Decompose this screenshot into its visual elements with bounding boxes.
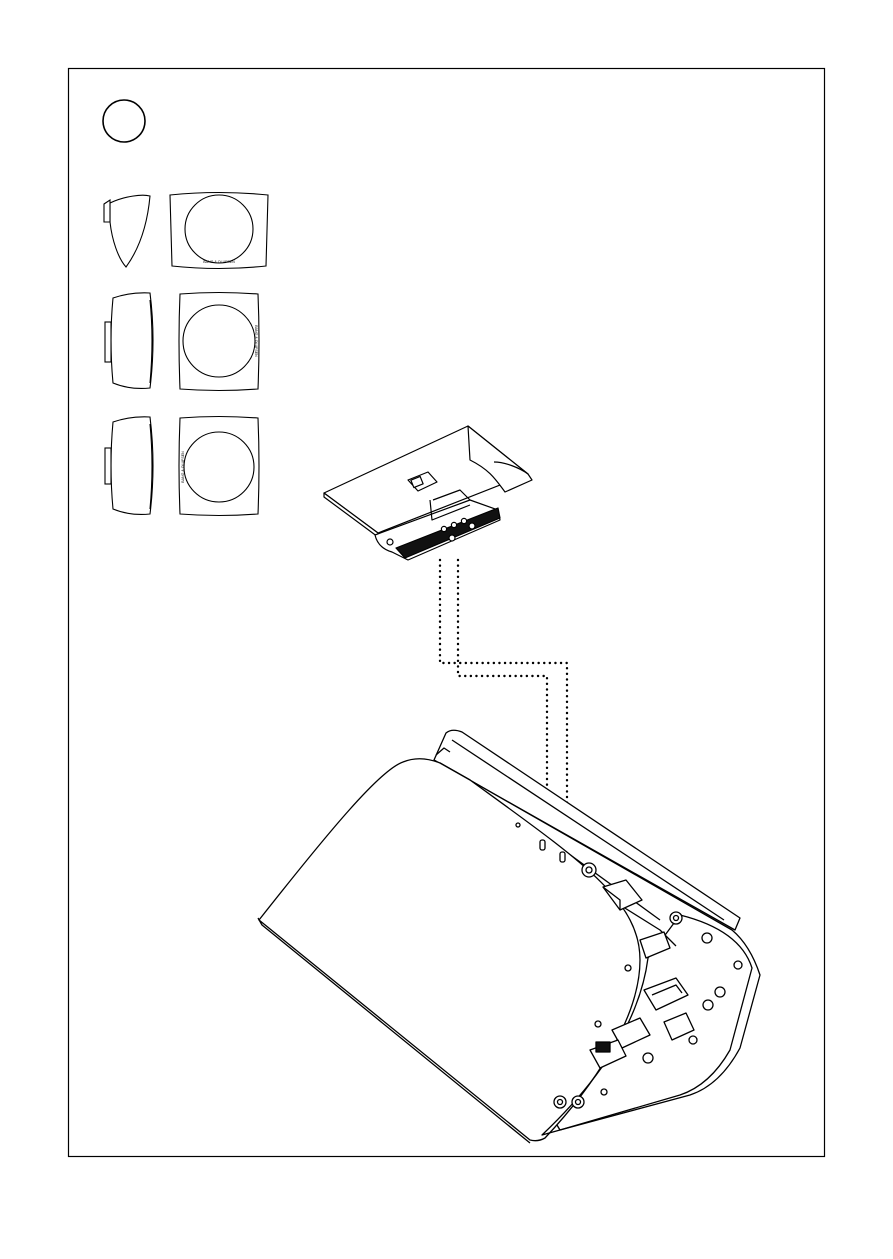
step-marker <box>103 100 145 142</box>
brand-label: BANG & OLUFSEN <box>203 260 235 264</box>
box-side-view <box>105 417 153 515</box>
variant-2: BANG & OLUFSEN <box>105 293 259 391</box>
grille-front-view: BANG & OLUFSEN <box>170 193 268 269</box>
grille-front-view: BANG & OLUFSEN <box>179 293 259 391</box>
variant-1: BANG & OLUFSEN <box>104 193 268 269</box>
box-side-view <box>105 293 153 389</box>
grille-front-view: BANG & OLUFSEN <box>179 417 259 516</box>
brand-label: BANG & OLUFSEN <box>254 325 258 357</box>
brand-label: BANG & OLUFSEN <box>181 451 185 483</box>
variant-3: BANG & OLUFSEN <box>105 417 259 516</box>
